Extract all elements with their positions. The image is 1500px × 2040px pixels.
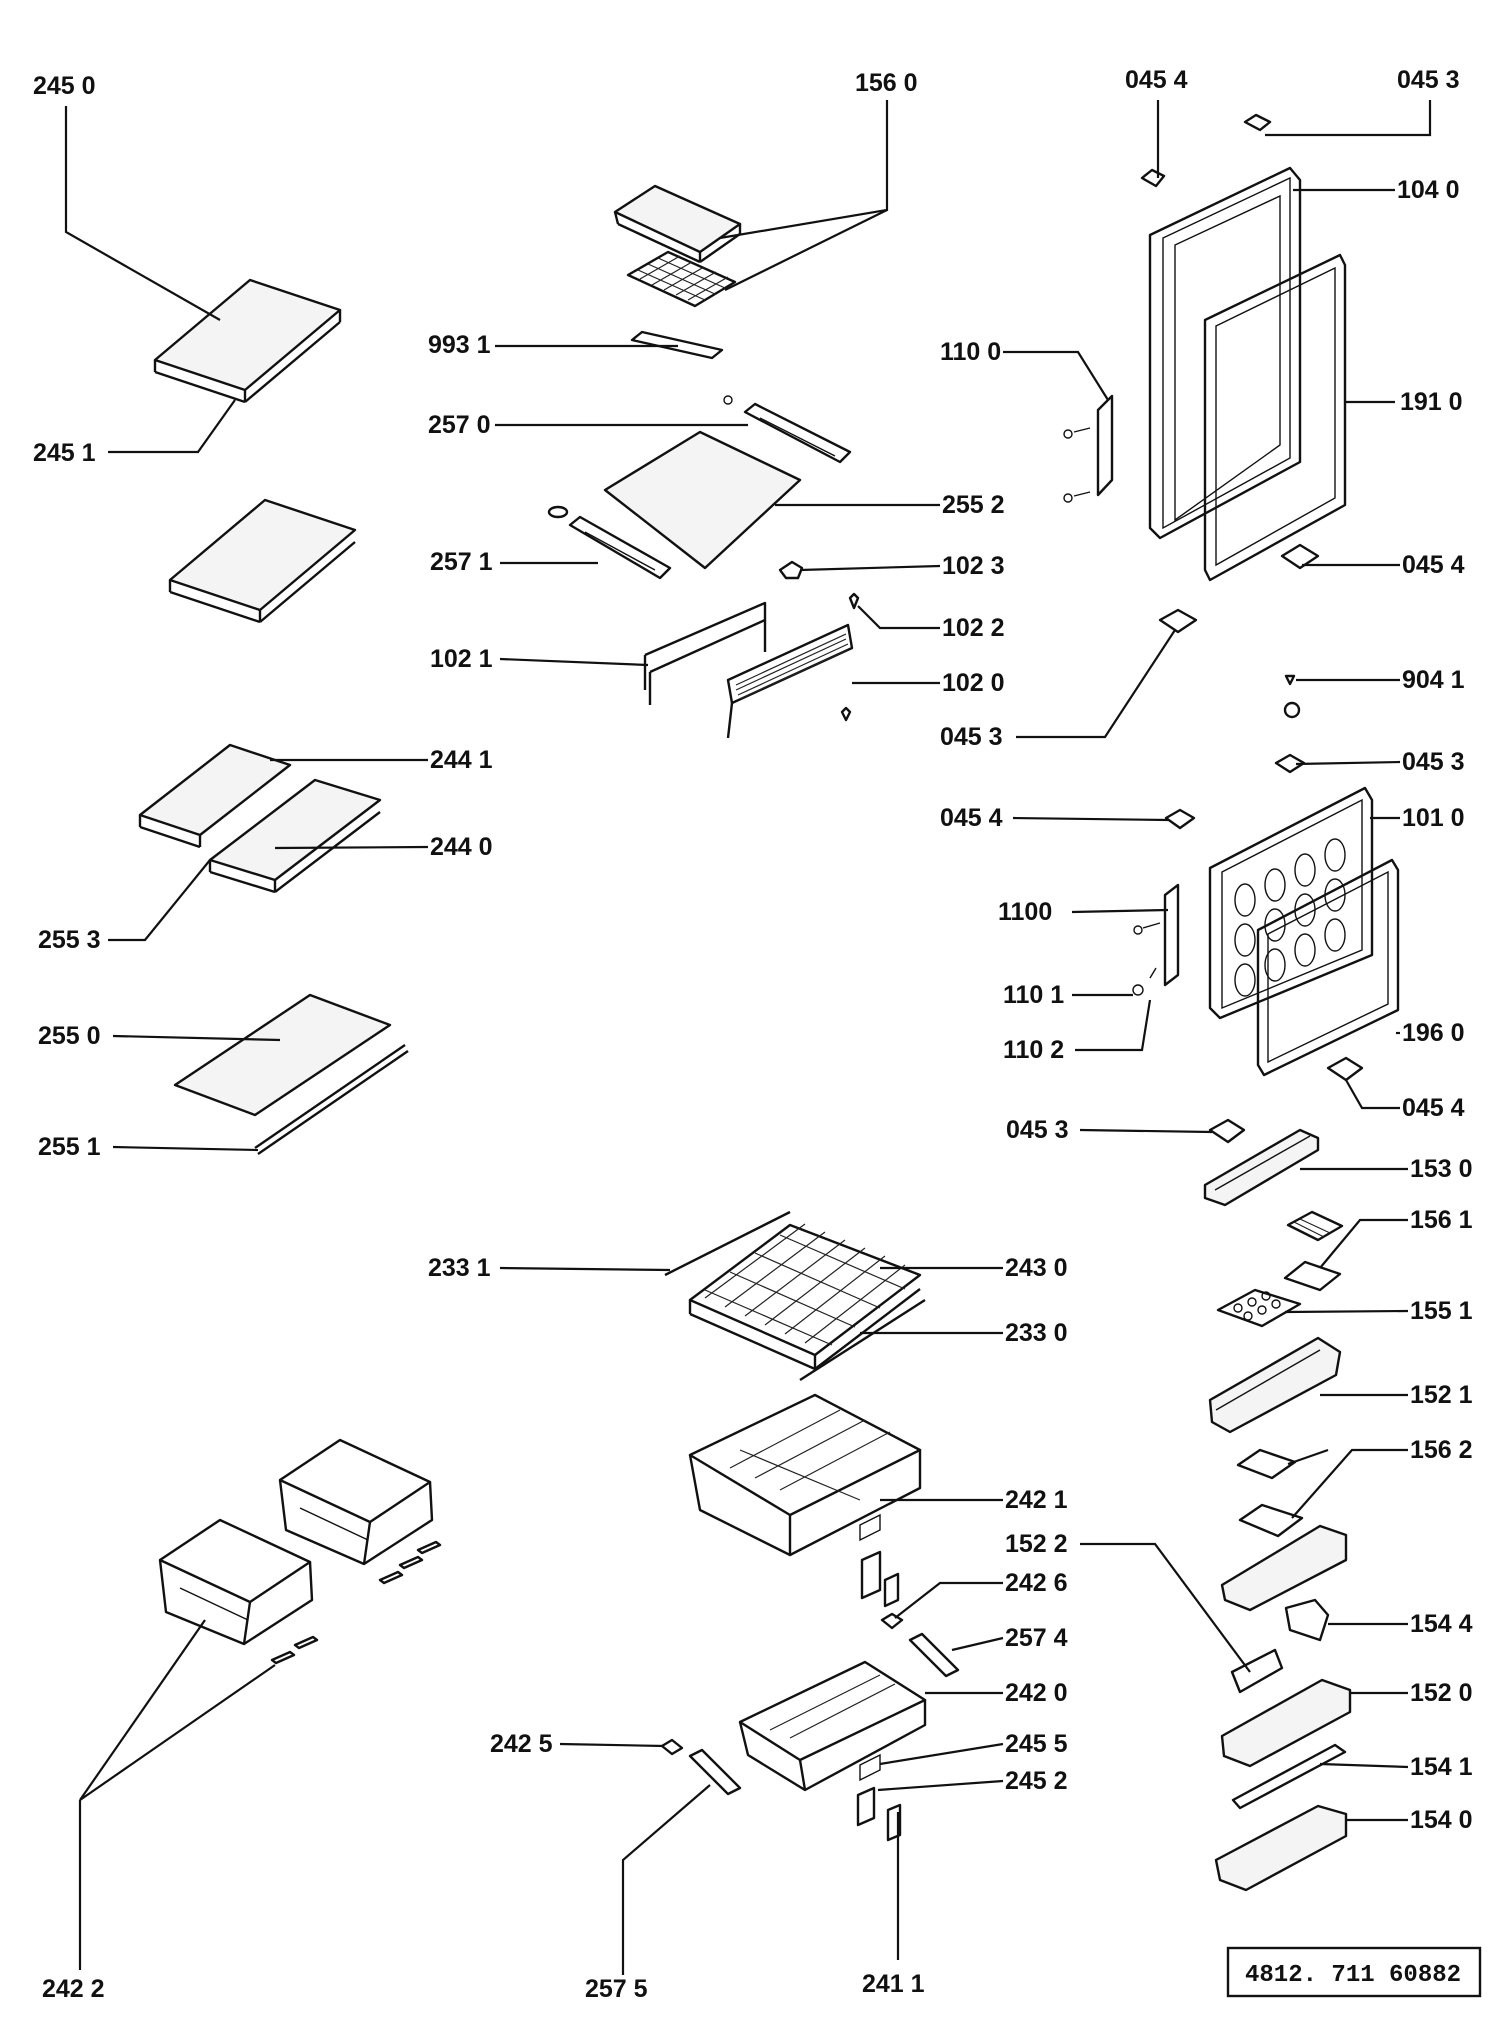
leader-lines: [64, 100, 1432, 1975]
label-255-1: 255 1: [38, 1133, 101, 1161]
label-255-3: 255 3: [38, 926, 101, 954]
cap-045-top-3: [1243, 113, 1272, 132]
part-993: [630, 330, 724, 360]
label-257-0: 257 0: [428, 411, 491, 439]
label-1100-lower: 1100: [998, 898, 1052, 926]
stamp-text: 4812. 711 60882: [1245, 1962, 1461, 1989]
label-154-4: 154 4: [1410, 1610, 1473, 1638]
callout-labels: 245 0 245 1 156 0 993 1 257 0 255 2 257 …: [33, 66, 1473, 2003]
part-242-5: [660, 1738, 684, 1756]
label-155-1: 155 1: [1410, 1297, 1473, 1325]
part-242-6: [880, 1612, 904, 1630]
label-102-2: 102 2: [942, 614, 1005, 642]
cap-045-mid-3: [1158, 608, 1198, 634]
label-045-3-mid: 045 3: [940, 723, 1003, 751]
label-154-1: 154 1: [1410, 1753, 1473, 1781]
label-241-1: 241 1: [862, 1970, 925, 1998]
label-196-0: 196 0: [1402, 1019, 1465, 1047]
label-242-0: 242 0: [1005, 1679, 1068, 1707]
rail-257-4: [908, 1632, 960, 1678]
label-993-1: 993 1: [428, 331, 491, 359]
label-244-1: 244 1: [430, 746, 493, 774]
door-gasket-191: [1203, 253, 1347, 582]
label-045-4-bottom: 045 4: [1402, 1094, 1465, 1122]
label-110-2: 110 2: [1003, 1036, 1064, 1064]
label-245-2: 245 2: [1005, 1767, 1068, 1795]
door-bins: [1203, 1128, 1352, 1892]
label-904-1: 904 1: [1402, 666, 1465, 694]
cap-045-bottom-3: [1208, 1118, 1246, 1144]
grille-102-0: [726, 623, 854, 739]
rail-257-1: [547, 505, 672, 580]
glass-shelf-255: [173, 993, 409, 1155]
label-243-0: 243 0: [1005, 1254, 1068, 1282]
label-245-5: 245 5: [1005, 1730, 1068, 1758]
label-154-0: 154 0: [1410, 1806, 1473, 1834]
part-drawings: [138, 113, 1400, 1892]
part-102-2: [848, 592, 860, 610]
part-904: [1284, 674, 1296, 686]
fridge-door-104: [1148, 166, 1302, 540]
shelf-second: [168, 498, 357, 624]
label-102-3: 102 3: [942, 552, 1005, 580]
label-242-2: 242 2: [42, 1975, 105, 2003]
label-242-6: 242 6: [1005, 1569, 1068, 1597]
label-245-0: 245 0: [33, 72, 96, 100]
label-233-0: 233 0: [1005, 1319, 1068, 1347]
crisper-drawer-242-1: [688, 1393, 922, 1608]
drawers-242-2: [158, 1438, 442, 1665]
shelf-245: [153, 278, 342, 404]
label-156-0: 156 0: [855, 69, 918, 97]
freezer-door-101: [1208, 786, 1374, 1020]
cap-045-top-4: [1140, 168, 1166, 188]
wire-tray-243: [664, 1210, 926, 1382]
label-245-1: 245 1: [33, 439, 96, 467]
label-045-3-top: 045 3: [1397, 66, 1460, 94]
hinge-110-0-upper: [1063, 394, 1114, 503]
cap-045-mid-4: [1280, 543, 1320, 570]
label-244-0: 244 0: [430, 833, 493, 861]
cap-045-bottom-4: [1326, 1056, 1364, 1082]
label-156-1: 156 1: [1410, 1206, 1473, 1234]
label-102-1: 102 1: [430, 645, 493, 673]
label-104-0: 104 0: [1397, 176, 1460, 204]
crisper-drawer-242-0: [738, 1660, 927, 1842]
label-110-1: 110 1: [1003, 981, 1064, 1009]
label-045-4-lower: 045 4: [940, 804, 1003, 832]
glass-shelf-255-2: [603, 430, 802, 570]
label-101-0: 101 0: [1402, 804, 1465, 832]
label-045-4-mid: 045 4: [1402, 551, 1465, 579]
label-110-0-upper: 110 0: [940, 338, 1001, 366]
cap-045-lower-4: [1164, 808, 1196, 830]
label-233-1: 233 1: [428, 1254, 491, 1282]
label-242-1: 242 1: [1005, 1486, 1068, 1514]
label-242-5: 242 5: [490, 1730, 553, 1758]
label-156-2: 156 2: [1410, 1436, 1473, 1464]
label-255-0: 255 0: [38, 1022, 101, 1050]
rail-257-0: [723, 395, 852, 464]
label-257-4: 257 4: [1005, 1624, 1068, 1652]
label-152-0: 152 0: [1410, 1679, 1473, 1707]
label-045-4-top: 045 4: [1125, 66, 1188, 94]
frame-102-1: [643, 601, 767, 705]
rail-257-5: [688, 1748, 742, 1796]
half-shelves-244: [138, 743, 382, 894]
clip-102-3: [778, 560, 804, 580]
label-045-3-bottom: 045 3: [1006, 1116, 1069, 1144]
label-255-2: 255 2: [942, 491, 1005, 519]
freezer-gasket-196: [1256, 858, 1400, 1077]
label-191-0: 191 0: [1400, 388, 1463, 416]
part-number-stamp: 4812. 711 60882: [1226, 1946, 1482, 1998]
label-152-1: 152 1: [1410, 1381, 1473, 1409]
label-153-0: 153 0: [1410, 1155, 1473, 1183]
hinge-110-0-lower: [1132, 883, 1180, 996]
freezer-tray-156: [613, 184, 742, 308]
label-257-1: 257 1: [430, 548, 493, 576]
label-257-5: 257 5: [585, 1975, 648, 2003]
part-904-knob: [1283, 701, 1301, 719]
label-045-3-lower: 045 3: [1402, 748, 1465, 776]
label-102-0: 102 0: [942, 669, 1005, 697]
label-152-2: 152 2: [1005, 1530, 1068, 1558]
